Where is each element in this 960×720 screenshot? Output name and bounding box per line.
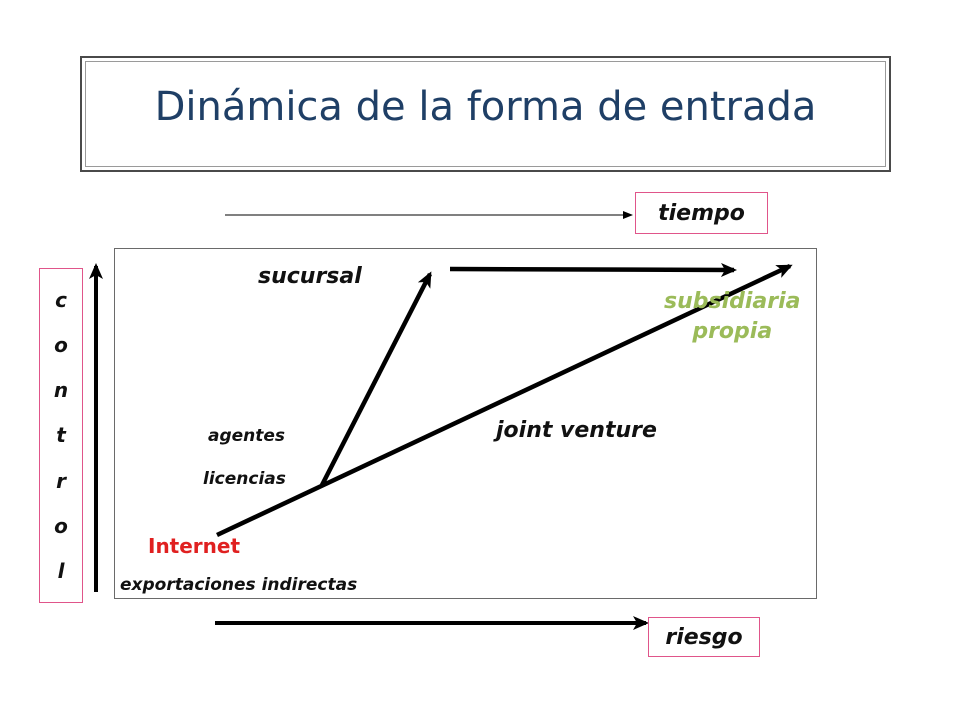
control-label: c o n t r o l — [39, 268, 83, 603]
control-letter: t — [56, 423, 66, 448]
control-letter: o — [54, 332, 68, 357]
path-arrow-internet-to-subsidiaria — [216, 263, 793, 538]
path-arrow-sucursal-to-subsidiaria — [449, 262, 737, 277]
control-letter: c — [55, 287, 67, 312]
exportaciones-label: exportaciones indirectas — [120, 575, 358, 595]
agentes-label: agentes — [208, 426, 286, 446]
control-letter: r — [56, 468, 66, 493]
licencias-label: licencias — [203, 469, 286, 489]
control-letter: o — [54, 514, 68, 539]
subsidiaria-line2: propia — [692, 319, 773, 344]
subsidiaria-label: subsidiaria propia — [664, 287, 801, 347]
time-label: tiempo — [635, 192, 768, 234]
control-letter: l — [57, 559, 65, 584]
page-title: Dinámica de la forma de entrada — [154, 84, 817, 130]
risk-label: riesgo — [648, 617, 760, 657]
subsidiaria-line1: subsidiaria — [664, 289, 801, 314]
joint-venture-label: joint venture — [496, 418, 657, 443]
control-letter: n — [53, 378, 69, 403]
path-arrow-licencias-to-sucursal — [319, 271, 433, 487]
sucursal-label: sucursal — [258, 264, 362, 289]
title-box: Dinámica de la forma de entrada — [80, 56, 891, 172]
internet-label: Internet — [148, 534, 241, 558]
diagram-frame — [114, 248, 817, 599]
